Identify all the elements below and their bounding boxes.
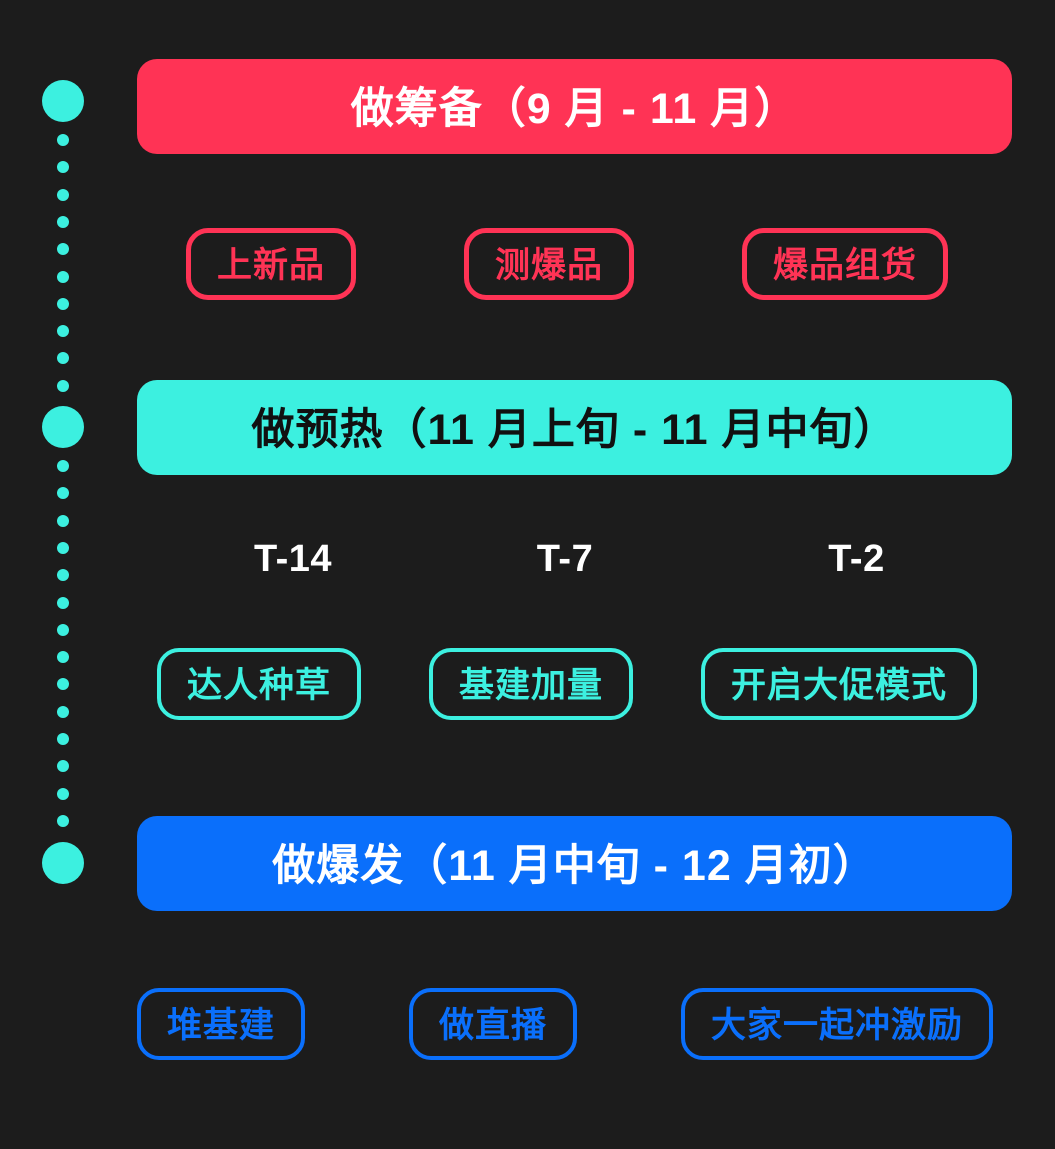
pill-slot: 达人种草 bbox=[157, 648, 429, 720]
timeline-dot bbox=[57, 788, 69, 800]
pill-slot: 大家一起冲激励 bbox=[681, 988, 994, 1060]
timeline-milestone-warmup bbox=[42, 406, 84, 448]
timeline-dot bbox=[57, 624, 69, 636]
timeline-milestone-burst bbox=[42, 842, 84, 884]
pill-slot: 堆基建 bbox=[137, 988, 409, 1060]
timeline-dot bbox=[57, 134, 69, 146]
phase-item-warmup-2[interactable]: 基建加量 bbox=[429, 648, 634, 720]
timeline-dot bbox=[57, 352, 69, 364]
phase-banner-burst: 做爆发（11 月中旬 - 12 月初） bbox=[137, 816, 1012, 911]
timeline-dot bbox=[57, 271, 69, 283]
timeline-dot bbox=[57, 487, 69, 499]
phase-banner-warmup: 做预热（11 月上旬 - 11 月中旬） bbox=[137, 380, 1012, 475]
countdown-markers: T-14 T-7 T-2 bbox=[157, 538, 1012, 581]
countdown-slot: T-7 bbox=[429, 538, 701, 581]
timeline-milestone-prep bbox=[42, 80, 84, 122]
phase-item-warmup-1[interactable]: 达人种草 bbox=[157, 648, 362, 720]
phase-item-prep-3[interactable]: 爆品组货 bbox=[742, 228, 949, 300]
phase-item-burst-3[interactable]: 大家一起冲激励 bbox=[681, 988, 994, 1060]
timeline-dot bbox=[57, 460, 69, 472]
phase-items-warmup: 达人种草 基建加量 开启大促模式 bbox=[157, 648, 1012, 720]
timeline-dot bbox=[57, 597, 69, 609]
timeline-dot bbox=[57, 760, 69, 772]
countdown-marker-t14: T-14 bbox=[253, 538, 333, 580]
countdown-marker-t2: T-2 bbox=[828, 538, 885, 580]
timeline-dot bbox=[57, 515, 69, 527]
pill-slot: 测爆品 bbox=[464, 228, 742, 300]
phase-item-prep-1[interactable]: 上新品 bbox=[186, 228, 357, 300]
pill-slot: 基建加量 bbox=[429, 648, 701, 720]
countdown-slot: T-14 bbox=[157, 538, 429, 581]
pill-slot: 上新品 bbox=[186, 228, 464, 300]
timeline-dotted-line bbox=[57, 59, 69, 889]
timeline-dot bbox=[57, 542, 69, 554]
timeline-rail bbox=[42, 59, 84, 889]
phase-items-burst: 堆基建 做直播 大家一起冲激励 bbox=[137, 988, 1012, 1060]
timeline-dot bbox=[57, 380, 69, 392]
countdown-marker-t7: T-7 bbox=[536, 538, 594, 580]
timeline-dot bbox=[57, 161, 69, 173]
phase-item-prep-2[interactable]: 测爆品 bbox=[464, 228, 635, 300]
countdown-slot: T-2 bbox=[701, 538, 1012, 581]
phase-item-warmup-3[interactable]: 开启大促模式 bbox=[701, 648, 978, 720]
timeline-dot bbox=[57, 651, 69, 663]
phase-banner-prep: 做筹备（9 月 - 11 月） bbox=[137, 59, 1012, 154]
timeline-dot bbox=[57, 325, 69, 337]
phase-item-burst-1[interactable]: 堆基建 bbox=[137, 988, 306, 1060]
phase-items-prep: 上新品 测爆品 爆品组货 bbox=[186, 228, 976, 300]
pill-slot: 开启大促模式 bbox=[701, 648, 978, 720]
pill-slot: 爆品组货 bbox=[742, 228, 949, 300]
timeline-dot bbox=[57, 815, 69, 827]
phase-item-burst-2[interactable]: 做直播 bbox=[409, 988, 578, 1060]
timeline-dot bbox=[57, 569, 69, 581]
timeline-dot bbox=[57, 706, 69, 718]
timeline-dot bbox=[57, 216, 69, 228]
timeline-dot bbox=[57, 298, 69, 310]
timeline-dot bbox=[57, 189, 69, 201]
pill-slot: 做直播 bbox=[409, 988, 681, 1060]
timeline-dot bbox=[57, 678, 69, 690]
timeline-dot bbox=[57, 733, 69, 745]
timeline-dot bbox=[57, 243, 69, 255]
